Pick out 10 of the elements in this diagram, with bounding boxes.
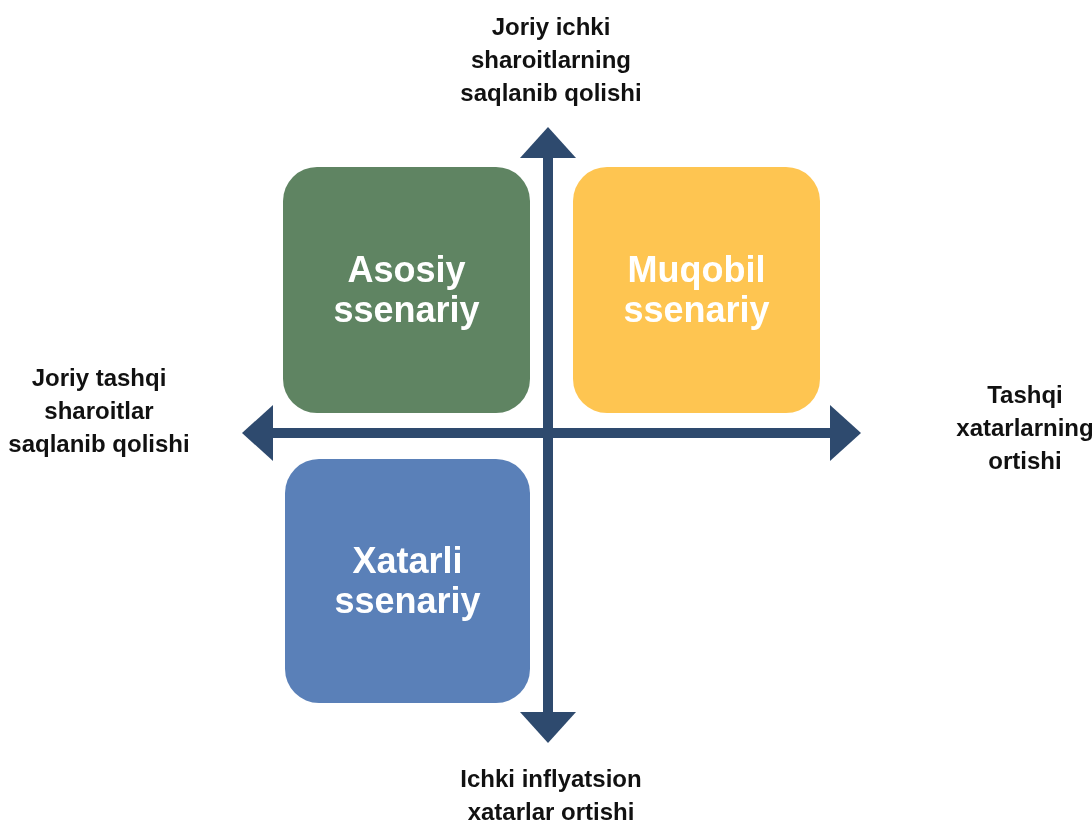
axis-label: Ichki inflyatsion xatarlar ortishi (459, 764, 643, 827)
axis-label: Tashqi xatarlarning ortishi (955, 380, 1092, 476)
scenario-title: Asosiy ssenariy (332, 250, 481, 330)
scenario-title: Xatarli ssenariy (333, 541, 482, 621)
scenario-box (285, 459, 530, 703)
axis-label: Joriy ichki sharoitlarning saqlanib qolishi (459, 12, 643, 108)
axis-label: Joriy tashqi sharoitlar saqlanib qolishi (7, 363, 191, 459)
scenario-box (283, 167, 530, 413)
scenario-box (573, 167, 820, 413)
scenario-title: Muqobil ssenariy (622, 250, 771, 330)
